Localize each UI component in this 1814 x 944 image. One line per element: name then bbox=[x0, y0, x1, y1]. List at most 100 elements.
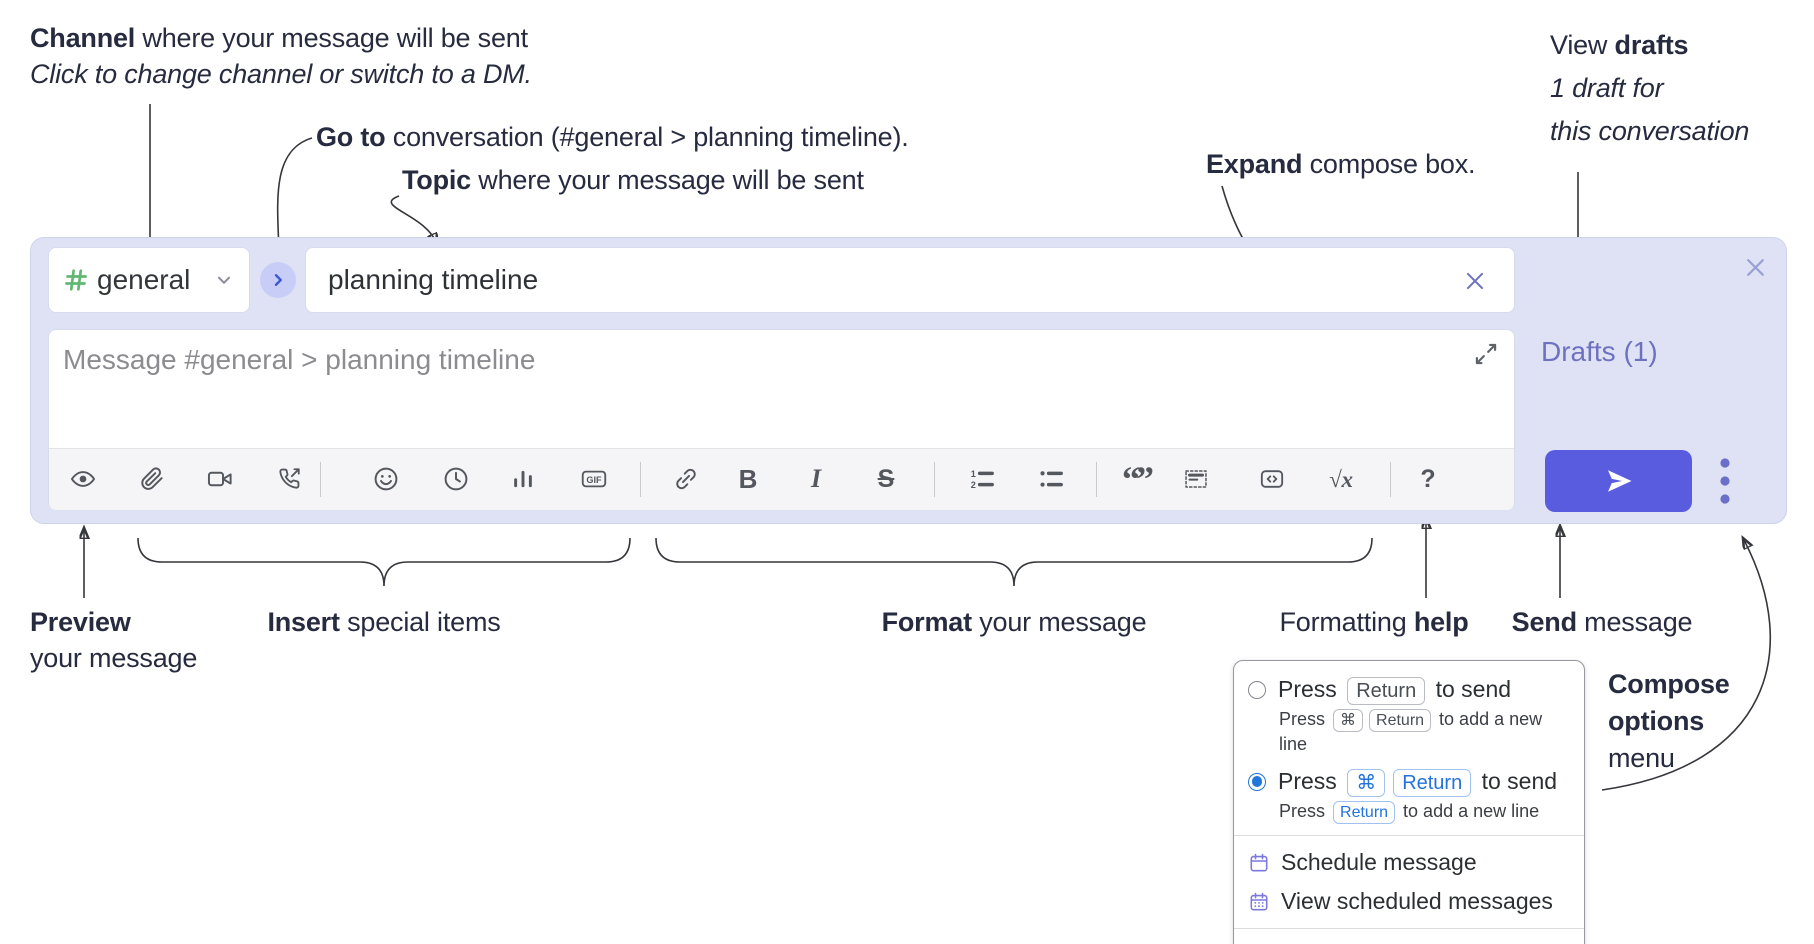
compose-options-menu: Press Return to send Press ⌘Return to ad… bbox=[1233, 660, 1585, 944]
goto-annotation: Go to conversation (#general > planning … bbox=[316, 122, 909, 152]
send-plane-icon bbox=[1607, 470, 1631, 492]
time-button[interactable] bbox=[430, 454, 482, 504]
menu-item-label: Schedule message bbox=[1281, 849, 1477, 875]
channel-hash-icon bbox=[63, 267, 89, 293]
go-to-conversation-button[interactable] bbox=[260, 262, 296, 298]
attach-icon bbox=[139, 466, 165, 492]
clear-topic-button[interactable] bbox=[1462, 268, 1488, 294]
italic-icon: I bbox=[810, 464, 822, 493]
drafts-link[interactable]: Drafts (1) bbox=[1541, 336, 1658, 367]
toolbar-separator bbox=[1390, 462, 1391, 497]
expand-diagonal-icon bbox=[1475, 343, 1497, 365]
toolbar-separator bbox=[934, 462, 935, 497]
format-brace bbox=[655, 537, 1373, 587]
poll-button[interactable] bbox=[497, 454, 549, 504]
send-shortcut-option-1[interactable]: Press Return to send Press ⌘Return to ad… bbox=[1234, 669, 1584, 761]
compose-options-annotation: Compose options menu bbox=[1608, 669, 1730, 773]
close-compose-button[interactable] bbox=[1742, 254, 1769, 281]
bulleted-list-button[interactable] bbox=[1025, 454, 1077, 504]
chevron-right-icon bbox=[274, 274, 282, 286]
option-sub-text: Press Return to add a new line bbox=[1279, 799, 1570, 824]
strikethrough-button[interactable]: S bbox=[860, 454, 912, 504]
link-button[interactable] bbox=[660, 454, 712, 504]
expand-annotation: Expand compose box. bbox=[1206, 149, 1476, 179]
radio-selected[interactable] bbox=[1248, 772, 1266, 791]
svg-text:1: 1 bbox=[971, 469, 976, 479]
vertical-dots-icon bbox=[1720, 458, 1730, 504]
topic-input[interactable]: planning timeline bbox=[305, 247, 1515, 313]
gif-button[interactable]: GIF bbox=[568, 454, 620, 504]
preview-icon bbox=[70, 466, 96, 492]
keycap: ⌘ bbox=[1347, 769, 1386, 797]
math-button[interactable]: √x bbox=[1315, 454, 1367, 504]
topic-value: planning timeline bbox=[328, 264, 539, 295]
spoiler-icon bbox=[1183, 466, 1209, 492]
message-placeholder: Message #general > planning timeline bbox=[63, 344, 536, 375]
poll-icon bbox=[510, 466, 536, 492]
menu-item[interactable]: Save draft and start a new message bbox=[1234, 936, 1584, 944]
insert-brace bbox=[137, 537, 631, 587]
help-button[interactable]: ? bbox=[1402, 454, 1454, 504]
svg-text:GIF: GIF bbox=[586, 475, 602, 485]
gif-icon: GIF bbox=[581, 466, 607, 492]
calendar-icon bbox=[1248, 852, 1281, 874]
channel-annotation: Channel where your message will be sent … bbox=[30, 23, 532, 89]
audio-call-button[interactable] bbox=[263, 454, 315, 504]
keycap: Return bbox=[1393, 769, 1472, 797]
expand-compose-button[interactable] bbox=[1473, 341, 1499, 367]
send-shortcut-option-2[interactable]: Press ⌘Return to send Press Return to ad… bbox=[1234, 761, 1584, 828]
radio-unselected[interactable] bbox=[1248, 680, 1266, 699]
option-main-text: Press ⌘Return to send bbox=[1278, 766, 1557, 797]
video-call-icon bbox=[207, 466, 233, 492]
bold-button[interactable]: B bbox=[722, 454, 774, 504]
strikethrough-icon: S bbox=[877, 464, 895, 493]
topic-annotation: Topic where your message will be sent bbox=[402, 165, 864, 195]
keycap: Return bbox=[1333, 801, 1396, 824]
chevron-down-icon bbox=[213, 269, 235, 291]
video-call-button[interactable] bbox=[194, 454, 246, 504]
keycap: ⌘ bbox=[1333, 709, 1364, 732]
italic-button[interactable]: I bbox=[790, 454, 842, 504]
emoji-button[interactable] bbox=[360, 454, 412, 504]
bold-icon: B bbox=[738, 464, 758, 494]
calendar-grid-icon bbox=[1248, 891, 1281, 913]
option-sub-text: Press ⌘Return to add a new line bbox=[1279, 709, 1543, 754]
audio-call-icon bbox=[276, 466, 302, 492]
send-button[interactable] bbox=[1545, 450, 1692, 512]
menu-item[interactable]: Schedule message bbox=[1234, 843, 1584, 882]
formatting-help-annotation: Formatting help bbox=[1279, 607, 1469, 637]
menu-divider bbox=[1234, 835, 1584, 836]
spoiler-button[interactable] bbox=[1170, 454, 1222, 504]
view-drafts-annotation: View drafts 1 draft for this conversatio… bbox=[1550, 30, 1750, 146]
close-icon bbox=[1747, 259, 1764, 276]
topic-connector bbox=[390, 195, 436, 242]
link-icon bbox=[673, 466, 699, 492]
compose-options-button[interactable] bbox=[1714, 454, 1736, 508]
preview-button[interactable] bbox=[57, 454, 109, 504]
quote-button[interactable]: “” bbox=[1110, 454, 1162, 504]
quote-icon: “” bbox=[1122, 459, 1154, 499]
menu-item-label: Save draft and start a new message bbox=[1281, 942, 1570, 944]
toolbar-separator bbox=[1096, 462, 1097, 497]
format-annotation: Format your message bbox=[881, 607, 1147, 637]
channel-selector-button[interactable]: general bbox=[48, 247, 250, 313]
menu-item[interactable]: View scheduled messages bbox=[1234, 882, 1584, 921]
bulleted-list-icon bbox=[1038, 466, 1064, 492]
svg-text:2: 2 bbox=[971, 480, 976, 490]
emoji-icon bbox=[373, 466, 399, 492]
code-button[interactable] bbox=[1246, 454, 1298, 504]
goto-connector bbox=[278, 137, 313, 250]
close-icon bbox=[1466, 272, 1484, 290]
preview-annotation: Preview your message bbox=[30, 607, 198, 673]
menu-item-label: View scheduled messages bbox=[1281, 888, 1553, 914]
send-annotation: Send message bbox=[1511, 607, 1693, 637]
attach-button[interactable] bbox=[126, 454, 178, 504]
help-icon: ? bbox=[1420, 464, 1436, 493]
menu-divider bbox=[1234, 928, 1584, 929]
insert-annotation: Insert special items bbox=[267, 607, 501, 637]
toolbar-separator bbox=[640, 462, 641, 497]
